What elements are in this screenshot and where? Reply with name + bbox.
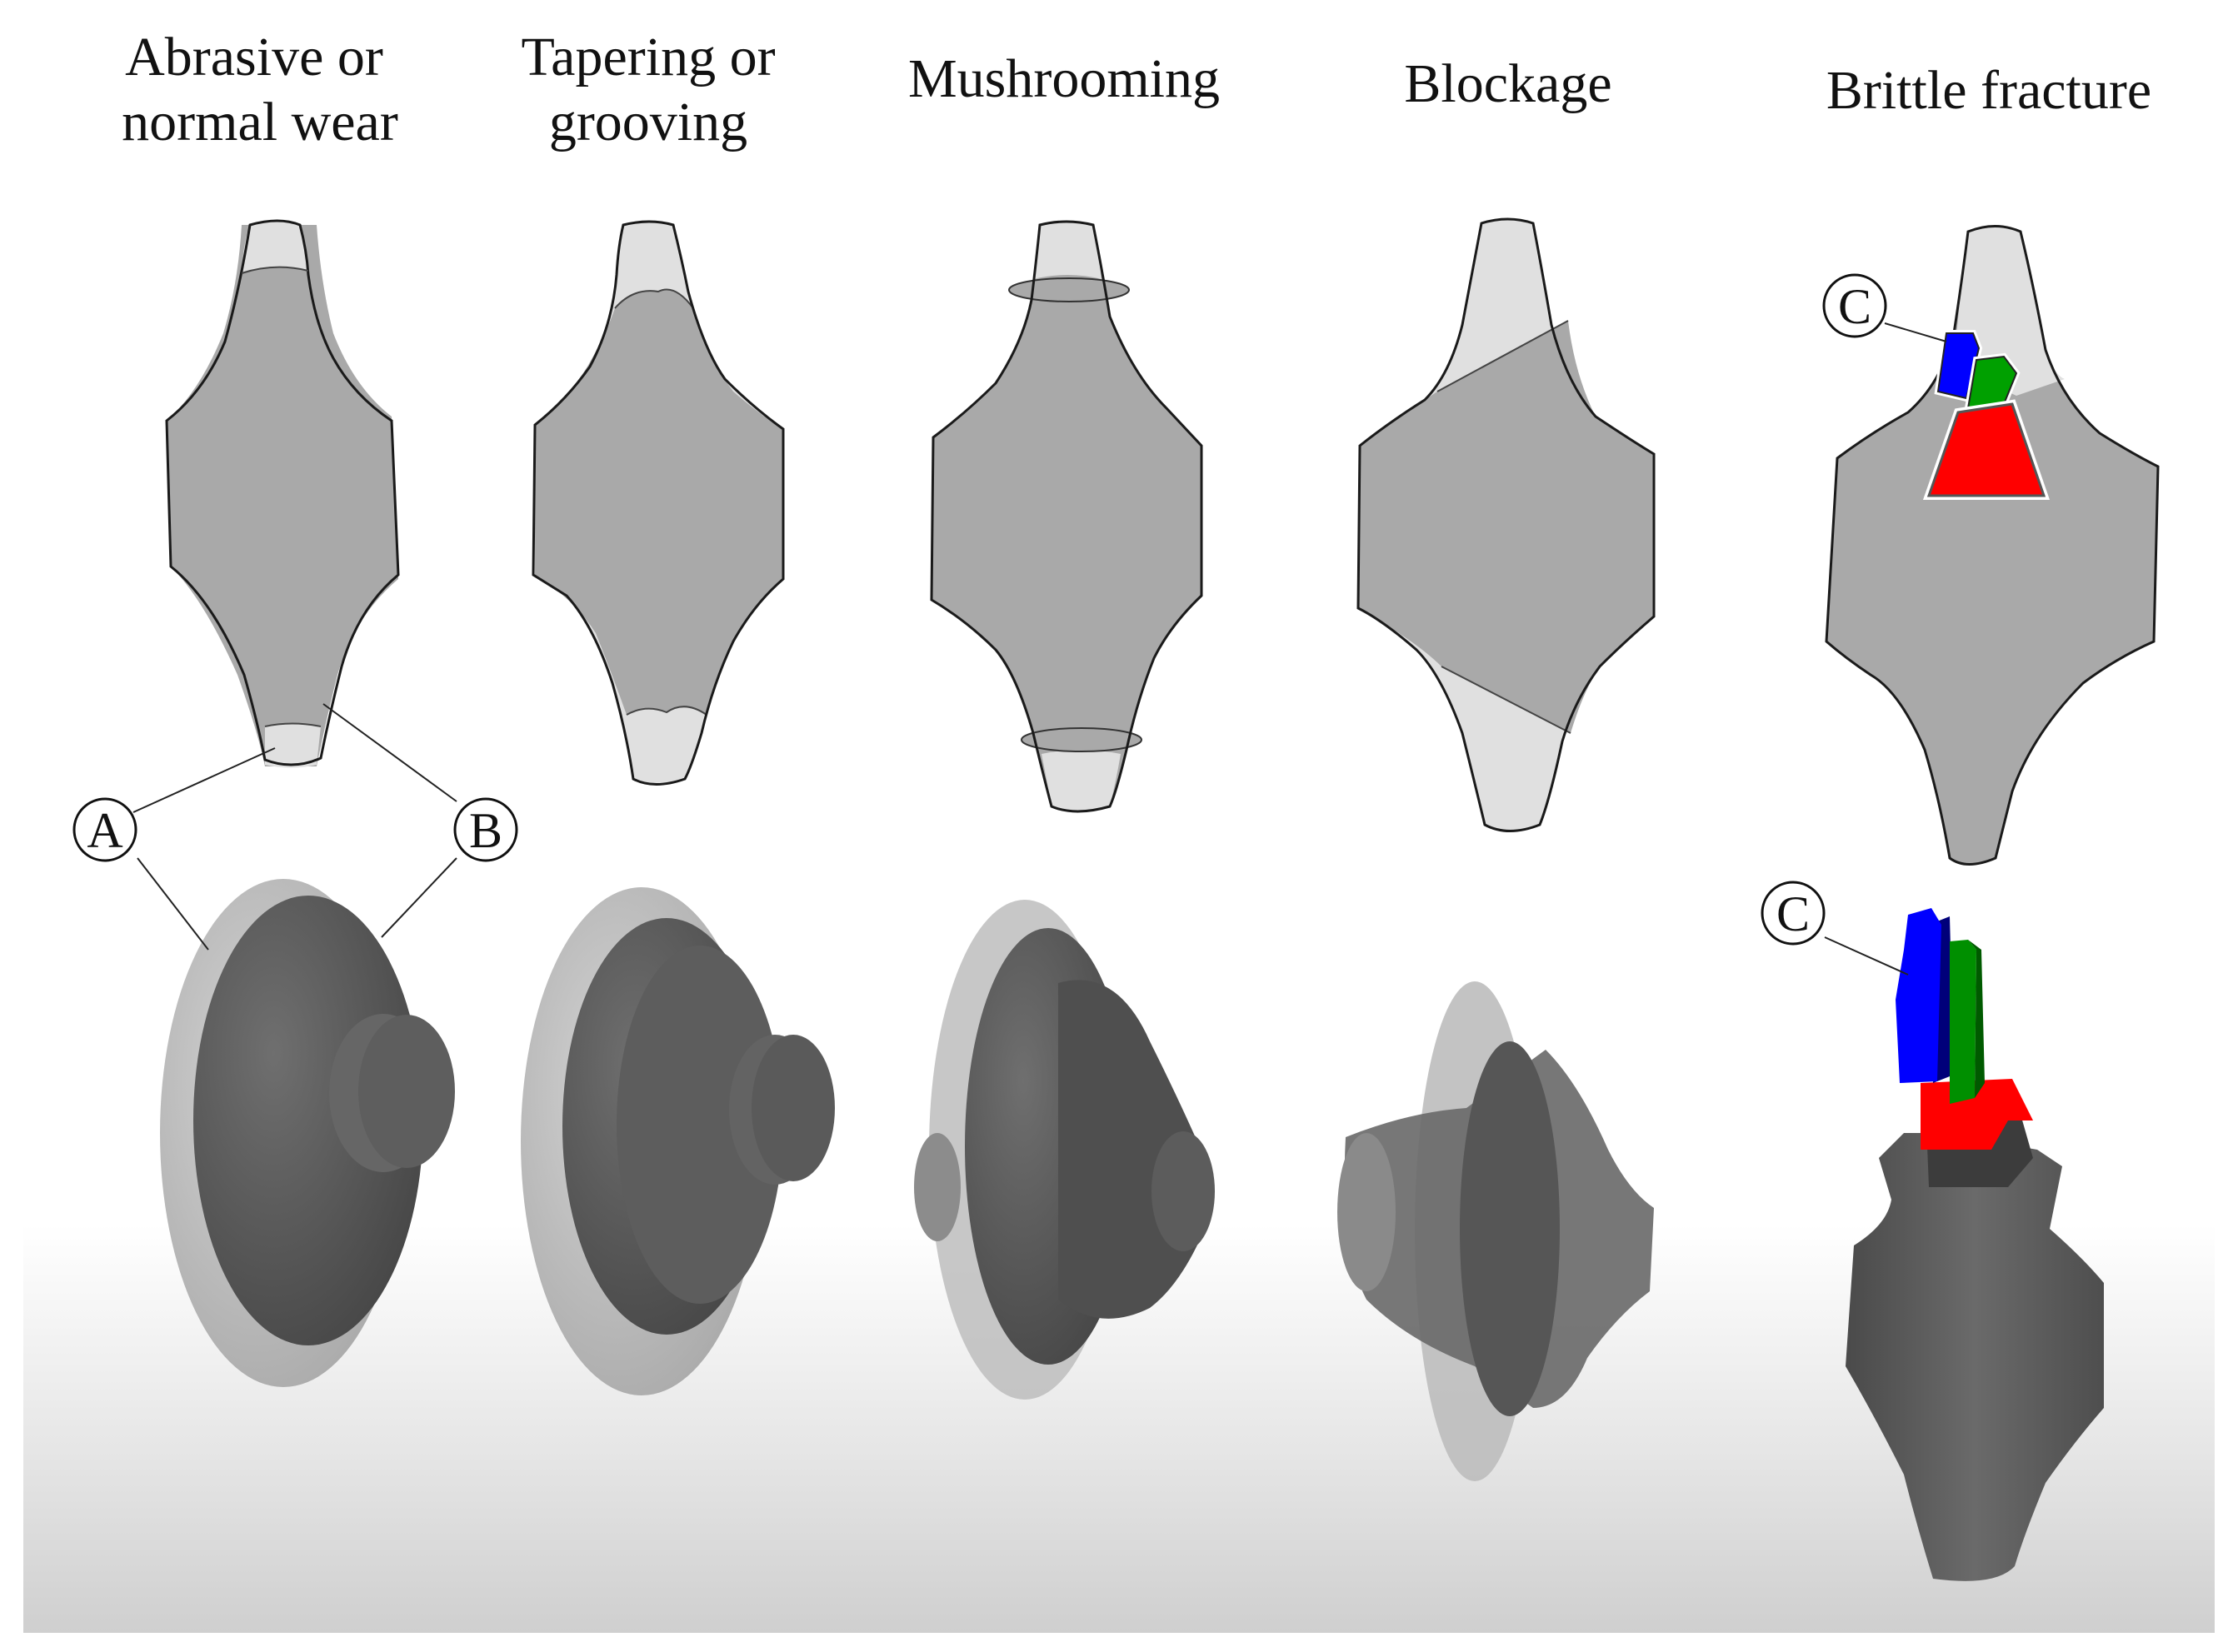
render-brittle-fracture — [1846, 908, 2104, 1581]
column-title-line: normal wear — [122, 92, 398, 152]
render-tapering — [521, 887, 835, 1395]
marker-a-label: A — [87, 803, 122, 858]
marker-b: B — [453, 797, 518, 862]
marker-b-label: B — [469, 803, 502, 858]
render-fragment-red — [1921, 1079, 2033, 1150]
cross-section-brittle-fracture — [1825, 225, 2160, 866]
callout-lines — [132, 322, 1947, 976]
column-title-brittle-fracture: Brittle fracture — [1826, 60, 2151, 121]
cross-section-mushrooming — [930, 220, 1203, 813]
marker-a: A — [72, 797, 137, 862]
column-title-line: Tapering or — [521, 27, 775, 87]
render-fragment-green — [1950, 940, 1976, 1104]
column-title-blockage: Blockage — [1404, 53, 1611, 114]
render-blockage — [1337, 981, 1654, 1481]
render-mushrooming — [914, 900, 1215, 1400]
marker-c-label: C — [1838, 279, 1871, 334]
marker-c-label: C — [1776, 886, 1810, 941]
marker-c-render: C — [1761, 881, 1826, 946]
cross-section-tapering — [532, 220, 785, 786]
column-title-mushrooming: Mushrooming — [908, 48, 1220, 109]
column-title-abrasive: Abrasive or normal wear — [122, 27, 398, 152]
render-abrasive — [160, 879, 455, 1387]
column-title-tapering: Tapering or grooving — [521, 27, 775, 152]
marker-c-cross-section: C — [1822, 273, 1887, 338]
fragment-red — [1926, 402, 2046, 497]
render-fragment-blue — [1896, 908, 1941, 1083]
cross-section-abrasive — [165, 219, 400, 768]
cross-section-blockage — [1356, 217, 1656, 832]
column-title-line: grooving — [549, 92, 747, 152]
fragment-green — [1966, 355, 2018, 410]
column-title-line: Abrasive or — [125, 27, 383, 87]
